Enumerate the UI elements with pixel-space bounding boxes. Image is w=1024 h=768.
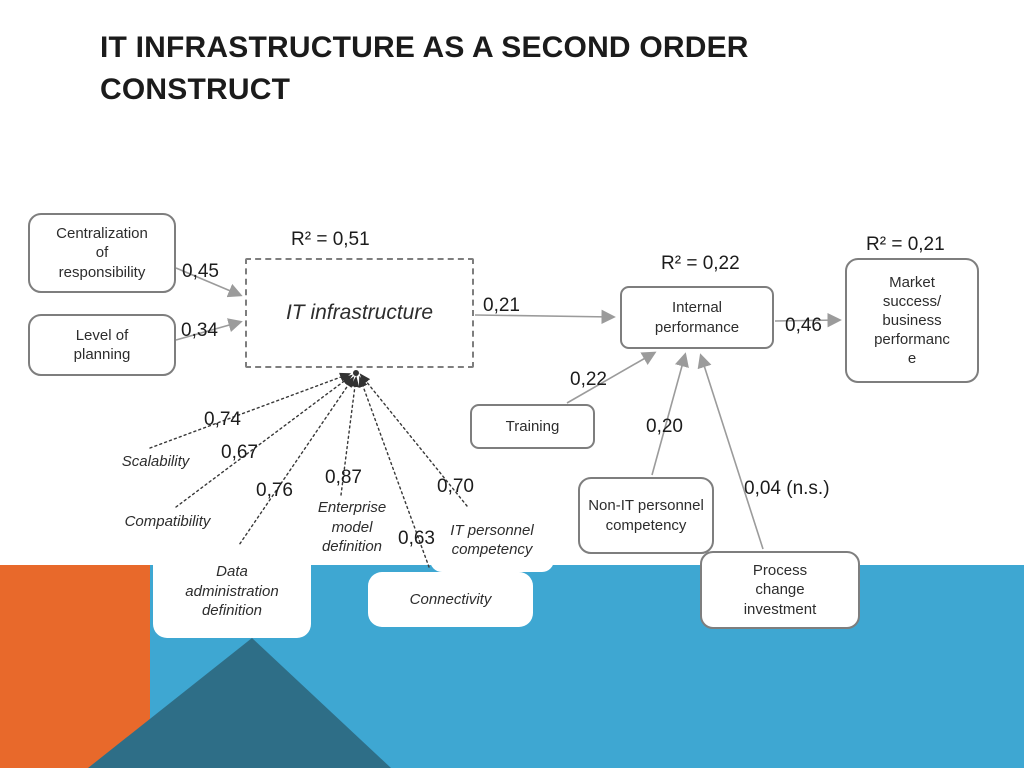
teal-triangle (88, 638, 391, 768)
indicator-scalability: Scalability (121, 453, 190, 470)
loading-line-enterprise-model (340, 375, 360, 496)
node-internal-performance: Internal performance (620, 286, 774, 349)
path-process-to-internal (697, 353, 764, 550)
path-centralization-to-it (175, 267, 243, 298)
orange-rectangle (0, 565, 150, 768)
loading-line-it-personnel (359, 373, 468, 507)
r2-internal-performance: R² = 0,22 (661, 253, 740, 274)
loading-compatibility: 0,67 (221, 442, 258, 463)
node-market-success: Market success/ business performance (845, 258, 979, 383)
slide-title: IT INFRASTRUCTURE AS A SECOND ORDER CONS… (100, 31, 749, 106)
indicator-enterprise-model-definition: Enterprise model definition (317, 499, 387, 555)
coef-process-to-internal: 0,04 (n.s.) (744, 478, 830, 499)
r2-it-infrastructure: R² = 0,51 (291, 229, 370, 250)
structural-paths (175, 267, 842, 550)
indicator-compatibility: Compatibility (124, 513, 211, 530)
loading-line-data-administration (236, 376, 355, 549)
coef-centralization-to-it: 0,45 (182, 261, 219, 282)
node-process-change-investment: Process change investment (700, 551, 860, 629)
coef-training-to-internal: 0,22 (570, 369, 607, 390)
r2-market-success: R² = 0,21 (866, 234, 945, 255)
loading-scalability: 0,74 (204, 409, 241, 430)
node-it-infrastructure: IT infrastructure (245, 258, 474, 368)
loading-connectivity: 0,63 (398, 528, 435, 549)
loading-enterprise-model: 0,87 (325, 467, 362, 488)
loading-lines-convergence-point (353, 370, 359, 376)
loading-it-personnel: 0,70 (437, 476, 474, 497)
indicator-it-personnel-competency: IT personnel competency (430, 508, 554, 572)
path-it-to-internal (474, 309, 616, 325)
loading-data-administration: 0,76 (256, 480, 293, 501)
indicator-data-administration-definition: Data administration definition (153, 545, 311, 638)
loading-line-scalability (149, 372, 352, 449)
coef-internal-to-market: 0,46 (785, 315, 822, 336)
node-non-it-personnel-competency: Non-IT personnel competency (578, 477, 714, 554)
path-nonit-to-internal (651, 352, 689, 476)
path-planning-to-it (175, 318, 243, 341)
node-training: Training (470, 404, 595, 449)
path-training-to-internal (566, 351, 657, 404)
path-internal-to-market (774, 312, 842, 328)
indicator-connectivity: Connectivity (368, 572, 533, 627)
node-level-of-planning: Level of planning (28, 314, 176, 376)
loading-line-connectivity (358, 375, 430, 568)
node-centralization-of-responsibility: Centralization of responsibility (28, 213, 176, 293)
loading-line-compatibility (175, 374, 353, 508)
coef-it-to-internal: 0,21 (483, 295, 520, 316)
indicator-loading-lines (149, 370, 468, 568)
coef-nonit-to-internal: 0,20 (646, 416, 683, 437)
coef-planning-to-it: 0,34 (181, 320, 218, 341)
